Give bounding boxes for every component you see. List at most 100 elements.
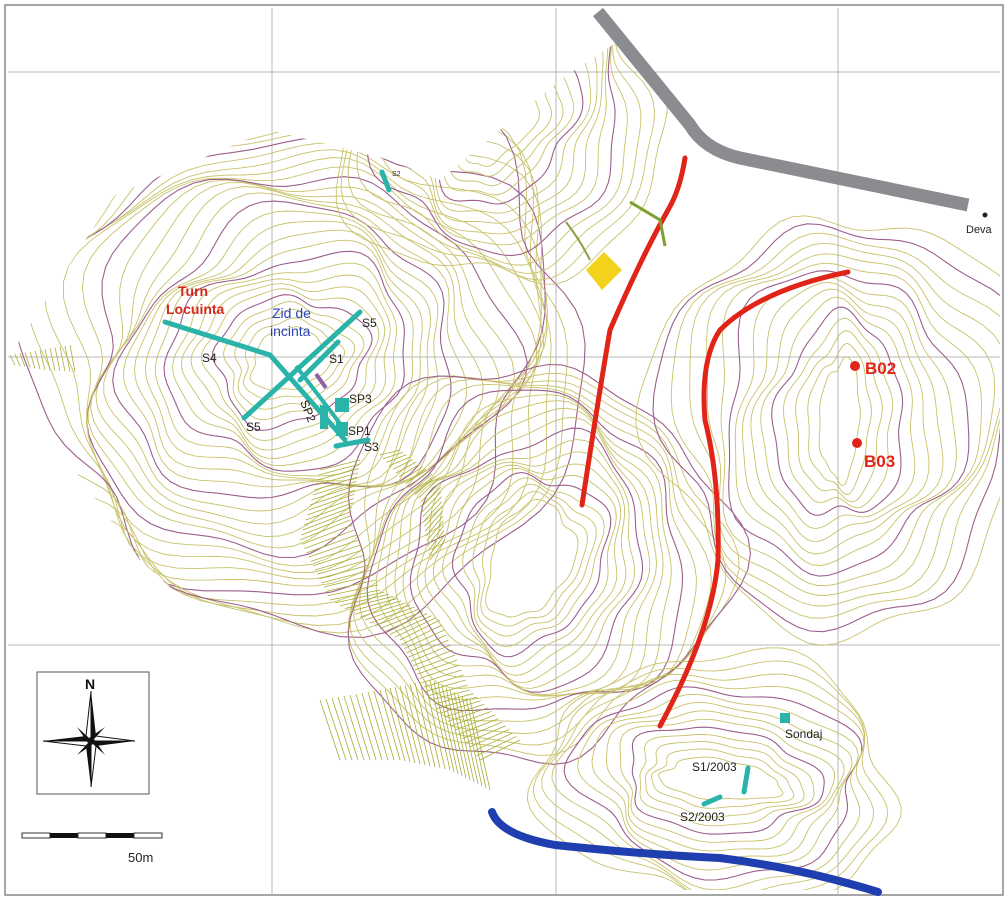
contour-line — [10, 122, 542, 617]
scale-seg-3 — [77, 832, 107, 839]
contour-line — [424, 451, 627, 684]
slope-hatch — [379, 449, 401, 456]
label-s1-2003: S1/2003 — [692, 760, 737, 774]
label-s2-2003: S2/2003 — [680, 810, 725, 824]
contour-line — [340, 40, 656, 281]
trenches — [162, 169, 790, 807]
contour-line — [619, 718, 836, 843]
slope-hatch — [34, 350, 41, 370]
slope-hatch — [331, 697, 353, 761]
slope-hatch — [319, 459, 361, 471]
slope-hatch — [302, 511, 352, 531]
contour-line — [452, 65, 552, 177]
label-zid-de: Zid de — [272, 305, 311, 321]
yellow-feature — [586, 252, 622, 290]
slope-hatch — [420, 482, 441, 503]
slope-hatch — [412, 649, 454, 667]
slope-hatch — [423, 674, 464, 688]
contour-line — [741, 281, 944, 555]
slope-hatch — [453, 691, 475, 783]
contour-line — [451, 471, 612, 658]
contour-line — [480, 490, 588, 627]
contour-line — [402, 417, 651, 696]
slope-hatch — [39, 349, 46, 371]
slope-hatch — [424, 510, 443, 532]
slope-hatch — [392, 459, 413, 470]
compass-rose-icon: N — [36, 671, 150, 795]
slope-hatch — [395, 461, 417, 474]
slope-hatch — [310, 544, 361, 562]
slope-hatch — [344, 596, 393, 609]
slope-hatch — [426, 520, 444, 542]
contour-line — [639, 734, 815, 827]
slope-hatch — [422, 496, 442, 518]
contour-line — [532, 660, 889, 890]
slope-hatch — [429, 539, 446, 561]
slope-hatch — [458, 718, 499, 735]
slope-hatch — [307, 498, 354, 516]
slope-hatch — [19, 353, 26, 367]
slope-hatch — [402, 466, 423, 481]
slope-hatch — [472, 732, 514, 752]
label-deva: Deva — [966, 224, 993, 236]
trench-sondaj — [780, 713, 790, 723]
slope-hatch — [337, 696, 359, 761]
slope-hatch — [437, 683, 459, 775]
slope-hatch — [354, 600, 402, 615]
slope-hatch — [408, 639, 449, 658]
slope-hatch — [433, 693, 474, 705]
contour-line — [670, 232, 1000, 619]
slope-hatch — [427, 525, 445, 546]
contour-line — [366, 389, 684, 712]
contour-line — [795, 330, 883, 503]
label-locuinta: Locuinta — [166, 301, 225, 317]
slope-hatch — [383, 452, 404, 459]
contour-line — [807, 343, 872, 496]
slope-hatch — [379, 611, 424, 629]
slope-hatch — [457, 693, 479, 785]
slope-hatch — [394, 617, 436, 638]
slope-hatch — [304, 529, 355, 549]
trench-s4-ext — [267, 352, 348, 443]
slope-hatch — [447, 707, 488, 722]
slope-hatch — [428, 530, 445, 551]
slope-hatch — [424, 506, 443, 527]
contour-line — [417, 439, 636, 689]
slope-hatch — [64, 345, 71, 372]
slope-hatch — [69, 344, 76, 373]
contour-line — [356, 40, 628, 266]
contour-line — [163, 250, 405, 472]
red-line-west — [579, 155, 688, 508]
slope-hatch — [414, 682, 436, 768]
slope-hatch — [308, 539, 359, 558]
slope-hatch — [321, 569, 372, 584]
slope-hatch — [49, 348, 56, 371]
contour-line — [750, 288, 930, 542]
trench-sp2 — [320, 405, 328, 429]
contour-line — [95, 186, 484, 525]
trench-s2 — [379, 169, 392, 193]
contour-line — [10, 131, 543, 606]
slope-hatch — [414, 654, 456, 671]
slope-hatch — [319, 564, 370, 579]
label-incinta: incinta — [270, 323, 311, 339]
slope-hatch — [305, 502, 353, 521]
slope-hatch — [461, 721, 503, 739]
contour-line — [734, 276, 957, 566]
contour-line — [720, 262, 982, 587]
slope-hatch — [399, 619, 441, 641]
label-sp1: SP1 — [348, 424, 371, 438]
contour-line — [375, 394, 672, 701]
slope-hatch — [325, 698, 347, 761]
label-b02: B02 — [865, 359, 896, 378]
label-s2-small: S2 — [392, 171, 401, 178]
slope-hatch — [476, 736, 517, 757]
slope-hatch — [309, 489, 356, 506]
trench-sp-strip — [294, 364, 347, 432]
compass-star — [42, 690, 136, 788]
compass-north-label: N — [85, 676, 95, 692]
contour-line — [433, 463, 621, 676]
contour-line — [409, 427, 644, 693]
slope-hatch — [425, 679, 466, 692]
